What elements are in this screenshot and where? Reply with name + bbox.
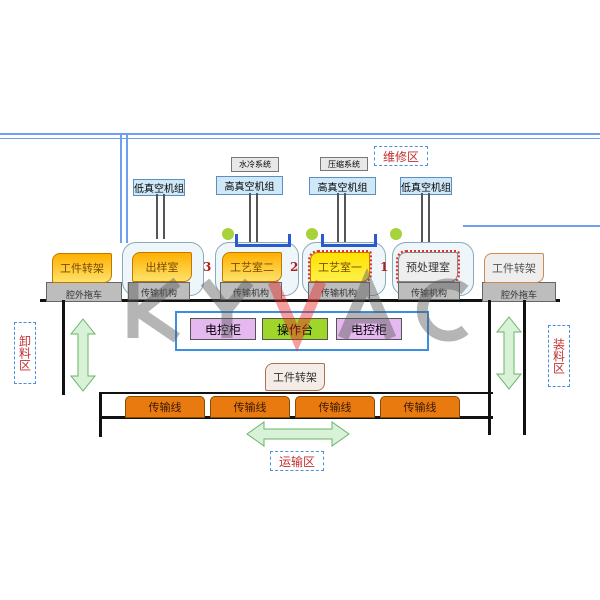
chamber-label: 工艺室一 xyxy=(308,250,372,284)
vertical-arrow-icon xyxy=(495,316,523,390)
low-vacuum-unit-left: 低真空机组 xyxy=(133,179,185,196)
maintenance-zone: 维修区 xyxy=(374,146,428,166)
cooling-bracket xyxy=(321,234,377,247)
gauge-icon xyxy=(390,228,402,240)
right-workpiece-rack: 工件转架 xyxy=(484,253,544,283)
pipe xyxy=(126,133,128,243)
pipe xyxy=(0,133,600,135)
gauge-icon xyxy=(222,228,234,240)
pipe xyxy=(120,133,122,243)
valve-1: 1 xyxy=(380,260,389,274)
conveyor-3: 传输线 xyxy=(295,396,375,418)
chamber-label: 工艺室二 xyxy=(222,252,282,282)
pipe xyxy=(156,194,158,239)
cooling-bracket xyxy=(235,234,291,247)
frame-leg xyxy=(99,392,102,437)
pipe xyxy=(0,138,600,139)
low-vacuum-unit-right: 低真空机组 xyxy=(400,177,452,195)
left-cart: 腔外拖车 xyxy=(46,282,122,302)
frame-leg xyxy=(523,300,526,435)
right-cart-label: 腔外拖车 xyxy=(500,291,537,301)
pipe xyxy=(337,193,339,243)
control-cabinet-left: 电控柜 xyxy=(190,318,256,340)
frame-leg xyxy=(488,300,491,435)
main-rail xyxy=(40,299,560,302)
pipe xyxy=(256,193,258,243)
right-cart: 腔外拖车 xyxy=(482,282,556,302)
conveyor-4: 传输线 xyxy=(380,396,460,418)
transfer-mechanism: 传输机构 xyxy=(220,282,282,300)
gauge-icon xyxy=(306,228,318,240)
conveyor-1: 传输线 xyxy=(125,396,205,418)
loading-zone: 装料区 xyxy=(548,325,570,387)
vertical-arrow-icon xyxy=(69,318,97,392)
frame-leg xyxy=(62,300,65,395)
frame-bar xyxy=(99,392,493,394)
transport-zone: 运输区 xyxy=(270,451,324,471)
unloading-zone: 卸料区 xyxy=(14,322,36,384)
pipe xyxy=(421,193,423,243)
transport-workpiece-rack: 工件转架 xyxy=(265,363,325,391)
chamber-label: 预处理室 xyxy=(396,250,460,284)
transfer-mechanism: 传输机构 xyxy=(128,282,190,300)
left-workpiece-rack: 工件转架 xyxy=(52,253,112,283)
water-cooling-system: 水冷系统 xyxy=(231,157,279,172)
control-cabinet-right: 电控柜 xyxy=(336,318,402,340)
chamber-label: 出样室 xyxy=(132,252,192,282)
operation-desk: 操作台 xyxy=(262,318,328,340)
pipe xyxy=(428,193,430,243)
valve-2: 2 xyxy=(290,260,299,274)
conveyor-2: 传输线 xyxy=(210,396,290,418)
console-frame xyxy=(175,311,429,351)
transfer-mechanism: 传输机构 xyxy=(308,282,370,300)
pipe xyxy=(163,194,165,239)
transfer-mechanism: 传输机构 xyxy=(398,282,460,300)
high-vacuum-unit-right: 高真空机组 xyxy=(309,177,376,195)
compression-system: 压缩系统 xyxy=(320,157,368,171)
left-cart-label: 腔外拖车 xyxy=(65,291,102,301)
pipe xyxy=(344,193,346,243)
valve-3: 3 xyxy=(203,260,212,274)
horizontal-arrow-icon xyxy=(246,421,350,447)
pipe xyxy=(249,193,251,243)
pipe xyxy=(463,225,600,227)
